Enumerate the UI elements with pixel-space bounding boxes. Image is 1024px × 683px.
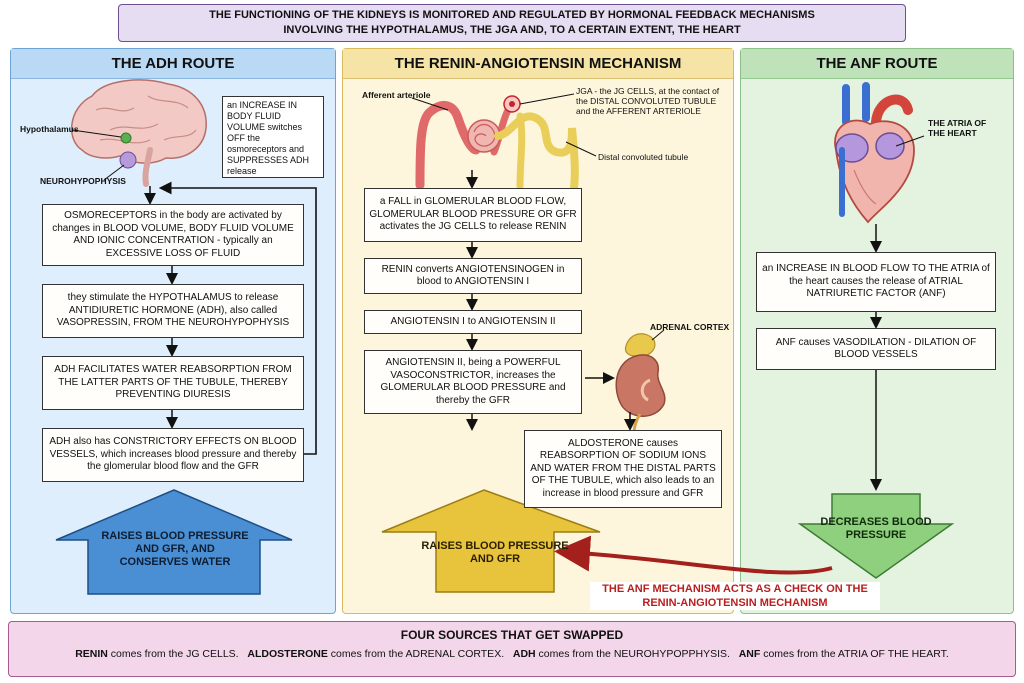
source-anf-text: comes from the ATRIA OF THE HEART. (760, 648, 949, 660)
adh-result-text: RAISES BLOOD PRESSURE AND GFR, AND CONSE… (101, 530, 249, 568)
label-atria: THE ATRIA OF THE HEART (928, 118, 987, 138)
adh-step-hypothalamus: they stimulate the HYPOTHALAMUS to relea… (42, 284, 304, 338)
label-neurohypophysis: NEUROHYPOPHYSIS (40, 176, 126, 186)
header-line-2: INVOLVING THE HYPOTHALAMUS, THE JGA AND,… (283, 24, 741, 36)
anf-route-title: THE ANF ROUTE (741, 49, 1013, 79)
source-anf-key: ANF (738, 648, 761, 660)
source-aldosterone-key: ALDOSTERONE (247, 648, 328, 660)
ras-step-jg-cells: a FALL in GLOMERULAR BLOOD FLOW, GLOMERU… (364, 188, 582, 242)
header-line-1: THE FUNCTIONING OF THE KIDNEYS IS MONITO… (209, 9, 815, 21)
anf-result-text: DECREASES BLOOD PRESSURE (820, 516, 932, 541)
anf-step-atria: an INCREASE IN BLOOD FLOW TO THE ATRIA o… (756, 252, 996, 312)
heart-illustration (834, 82, 915, 224)
ras-result-text: RAISES BLOOD PRESSURE AND GFR (421, 540, 569, 565)
footer-panel: FOUR SOURCES THAT GET SWAPPED RENIN come… (8, 621, 1016, 677)
label-afferent-arteriole: Afferent arteriole (362, 90, 431, 100)
footer-title: FOUR SOURCES THAT GET SWAPPED (400, 628, 624, 642)
source-adh-key: ADH (512, 648, 536, 660)
ras-step-aldosterone: ALDOSTERONE causes REABSORPTION OF SODIU… (524, 430, 722, 508)
label-jga: JGA - the JG CELLS, at the contact of th… (576, 86, 720, 116)
adh-step-water-reabsorption: ADH FACILITATES WATER REABSORPTION FROM … (42, 356, 304, 410)
anf-result-arrow (797, 493, 955, 579)
page-header: THE FUNCTIONING OF THE KIDNEYS IS MONITO… (118, 4, 906, 42)
ras-step-renin: RENIN converts ANGIOTENSINOGEN in blood … (364, 258, 582, 294)
label-adrenal-cortex: ADRENAL CORTEX (650, 322, 730, 332)
ras-step-angiotensin-conversion: ANGIOTENSIN I to ANGIOTENSIN II (364, 310, 582, 334)
adh-result-arrow (55, 489, 293, 595)
label-distal-tubule: Distal convoluted tubule (598, 152, 689, 162)
footer-sources: RENIN comes from the JG CELLS. ALDOSTERO… (9, 648, 1015, 660)
source-renin-key: RENIN (75, 648, 108, 660)
nephron-illustration (415, 95, 579, 192)
anf-step-vasodilation: ANF causes VASODILATION - DILATION OF BL… (756, 328, 996, 370)
anf-check-text: THE ANF MECHANISM ACTS AS A CHECK ON THE… (590, 582, 880, 610)
adh-route-title: THE ADH ROUTE (11, 49, 335, 79)
source-aldosterone-text: comes from the ADRENAL CORTEX. (327, 648, 505, 660)
ras-result-arrow (381, 489, 601, 593)
check-arrow (554, 535, 833, 575)
label-hypothalamus: Hypothalamus (20, 124, 79, 134)
adrenal-kidney-illustration (615, 333, 666, 447)
adh-step-osmoreceptors: OSMORECEPTORS in the body are activated … (42, 204, 304, 266)
ras-step-vasoconstrictor: ANGIOTENSIN II, being a POWERFUL VASOCON… (364, 350, 582, 414)
brain-illustration (70, 79, 207, 187)
renin-angiotensin-title: THE RENIN-ANGIOTENSIN MECHANISM (343, 49, 733, 79)
adh-step-constrictory: ADH also has CONSTRICTORY EFFECTS ON BLO… (42, 428, 304, 482)
source-renin-text: comes from the JG CELLS. (107, 648, 239, 660)
source-adh-text: comes from the NEUROHYPOPPHYSIS. (535, 648, 730, 660)
adh-feedback-note: an INCREASE IN BODY FLUID VOLUME switche… (222, 96, 324, 178)
